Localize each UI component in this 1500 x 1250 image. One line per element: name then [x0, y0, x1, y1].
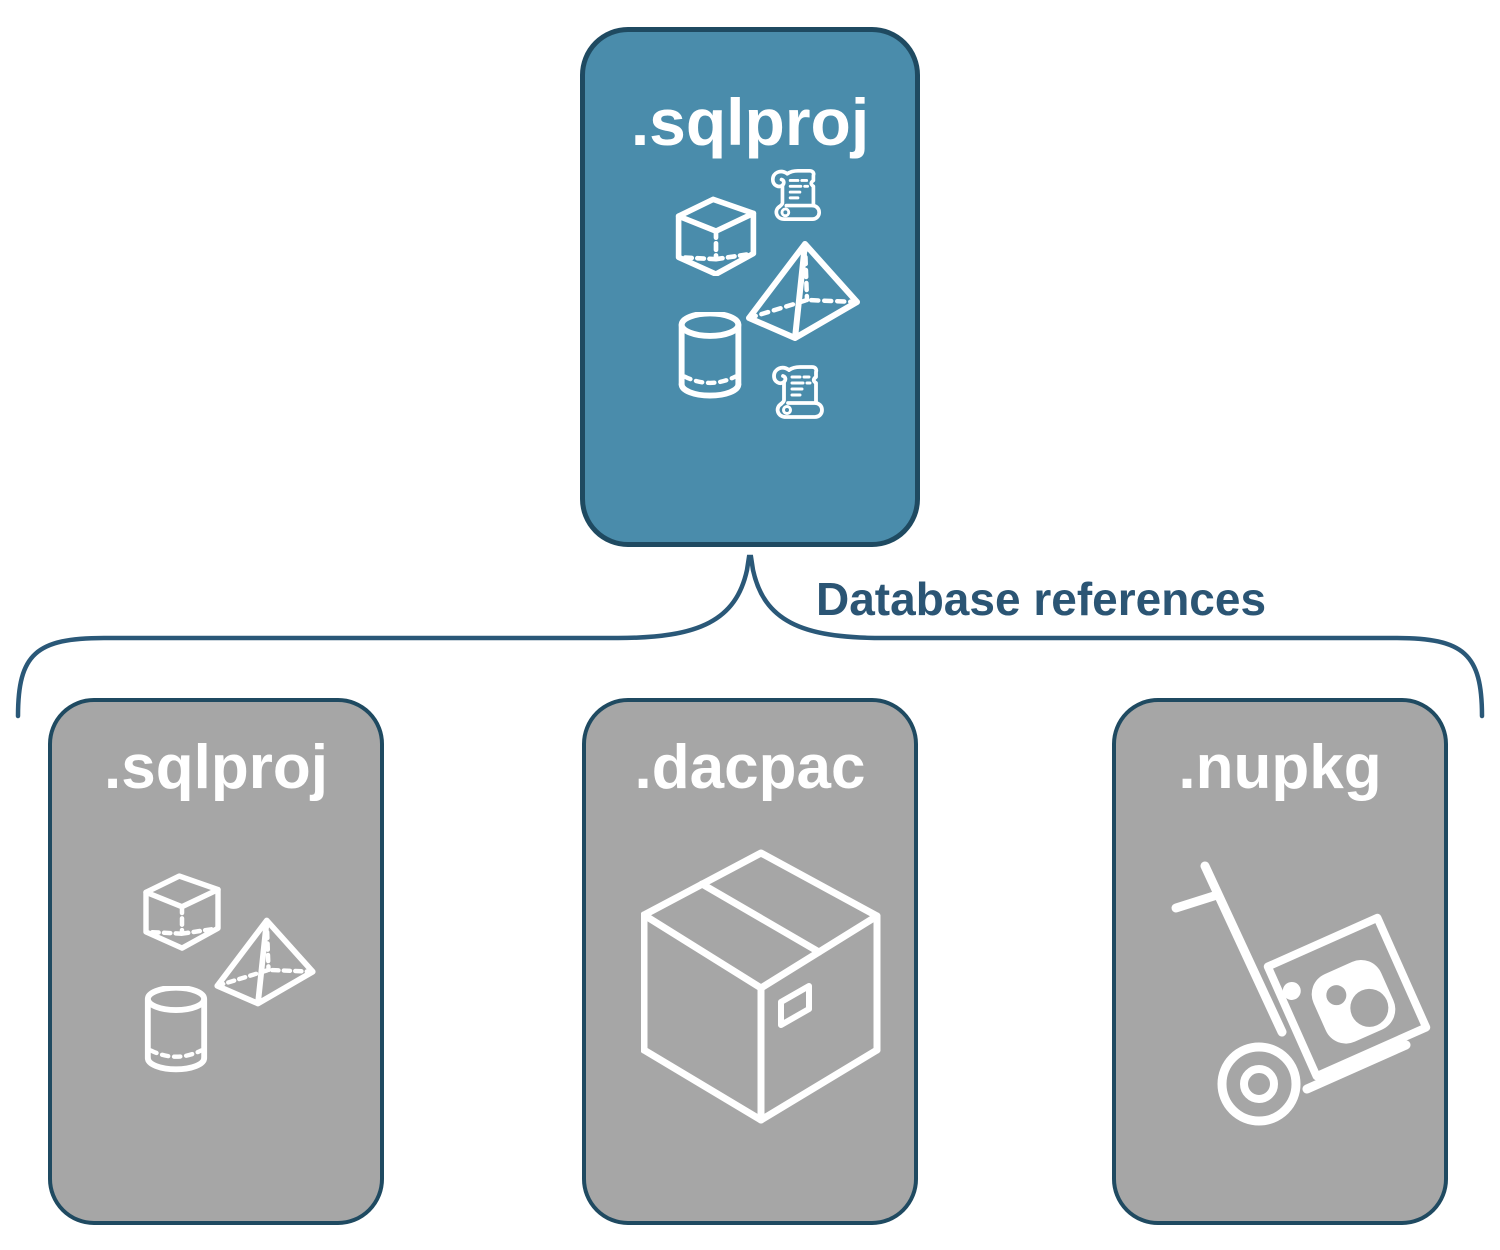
connector-label: Database references — [816, 573, 1267, 625]
root-node-label: .sqlproj — [630, 85, 870, 159]
cylinder-icon — [678, 312, 742, 399]
hand-truck-package-icon — [1171, 861, 1431, 1126]
node-dacpac-child: .dacpac — [582, 698, 918, 1225]
child-node-label: .nupkg — [1178, 733, 1382, 802]
package-box-icon — [641, 849, 881, 1124]
script-scroll-icon — [770, 168, 822, 221]
script-scroll-icon — [772, 365, 824, 419]
cube-icon — [675, 196, 757, 276]
child-node-label: .dacpac — [634, 733, 866, 802]
child-node-label: .sqlproj — [104, 733, 328, 802]
cube-icon — [143, 873, 221, 951]
node-sqlproj-child: .sqlproj — [48, 698, 384, 1225]
node-sqlproj-root: .sqlproj — [580, 27, 920, 547]
cylinder-icon — [144, 986, 208, 1073]
pyramid-icon — [214, 917, 316, 1007]
pyramid-icon — [746, 241, 860, 341]
node-nupkg-child: .nupkg — [1112, 698, 1448, 1225]
